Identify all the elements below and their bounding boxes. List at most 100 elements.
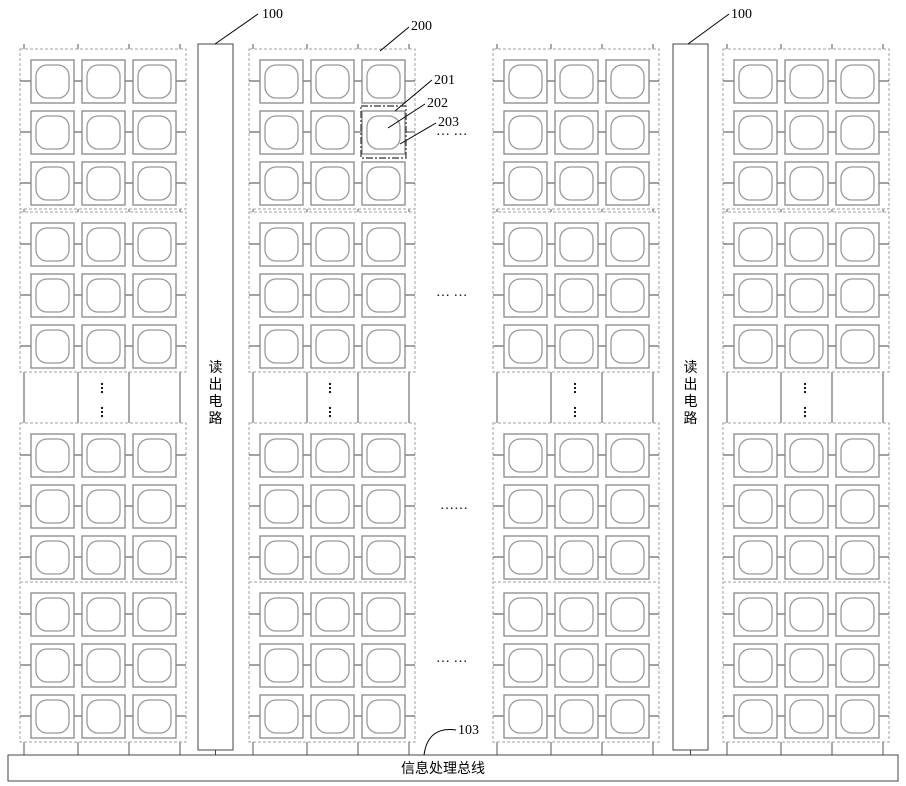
pixel-sensor [841,598,874,631]
pixel-sensor [790,279,823,312]
pixel-sensor [265,330,298,363]
label-pixel-unit: 201 [434,73,455,88]
pixel-sensor [138,598,171,631]
readout-circuit-left-label-char: 读 [209,359,223,376]
vertical-ellipsis-dot [329,387,331,389]
pixel-sensor [841,279,874,312]
pixel-sensor [316,439,349,472]
pixel-sensor [87,598,120,631]
pixel-sensor [611,700,644,733]
pixel-sensor [509,439,542,472]
pixel-sensor [560,116,593,149]
pixel-sensor [790,167,823,200]
vertical-ellipsis-dot [804,407,806,409]
vertical-ellipsis-dot [804,387,806,389]
pixel-sensor [265,598,298,631]
pixel-sensor [367,541,400,574]
pixel-sensor [739,598,772,631]
pixel-sensor [739,167,772,200]
pixel-sensor [611,167,644,200]
pixel-sensor [36,330,69,363]
label-info-bus: 103 [458,723,479,738]
pixel-sensor [509,541,542,574]
pixel-sensor [87,700,120,733]
readout-circuit-left-label-char: 出 [209,377,223,393]
vertical-ellipsis-dot [574,411,576,413]
pixel-sensor [36,490,69,523]
pixel-sensor [509,700,542,733]
vertical-ellipsis-dot [574,387,576,389]
pixel-sensor [265,700,298,733]
pixel-sensor [87,439,120,472]
pixel-sensor [36,439,69,472]
pixel-sensor [367,700,400,733]
pixel-sensor [36,649,69,682]
pixel-sensor [367,116,400,149]
pixel-sensor [509,228,542,261]
pixel-sensor [316,116,349,149]
pixel-sensor [560,541,593,574]
pixel-sensor [509,598,542,631]
pixel-sensor [841,439,874,472]
pixel-sensor [790,228,823,261]
vertical-ellipsis-dot [101,407,103,409]
pixel-sensor [87,116,120,149]
pixel-sensor [611,598,644,631]
pixel-sensor [739,649,772,682]
vertical-ellipsis-dot [101,411,103,413]
pixel-sensor [36,700,69,733]
leader-line-103 [424,730,456,755]
pixel-sensor [367,167,400,200]
pixel-sensor [316,279,349,312]
pixel-sensor [87,330,120,363]
label-pixel-module: 200 [411,19,432,34]
pixel-sensor [560,700,593,733]
pixel-sensor [509,167,542,200]
pixel-sensor [138,167,171,200]
vertical-ellipsis-dot [329,407,331,409]
pixel-sensor [560,65,593,98]
pixel-sensor [138,439,171,472]
pixel-sensor [509,330,542,363]
pixel-sensor [367,649,400,682]
pixel-sensor [841,700,874,733]
pixel-sensor [265,490,298,523]
pixel-sensor [790,541,823,574]
vertical-ellipsis-dot [329,411,331,413]
pixel-sensor [138,116,171,149]
readout-circuit-right-label-char: 出 [684,377,698,393]
pixel-sensor [138,228,171,261]
pixel-sensor [790,700,823,733]
pixel-sensor [509,116,542,149]
pixel-sensor [611,541,644,574]
leader-line-200 [380,27,409,51]
label-readout-left: 100 [262,7,283,22]
readout-circuit-right-label-char: 电 [684,394,698,410]
pixel-sensor [790,490,823,523]
pixel-sensor [560,490,593,523]
ellipsis-row-1: … … [436,285,468,300]
pixel-sensor [87,541,120,574]
pixel-sensor [316,700,349,733]
pixel-sensor [790,598,823,631]
pixel-sensor [265,65,298,98]
pixel-sensor [509,649,542,682]
pixel-sensor [265,167,298,200]
pixel-sensor [790,65,823,98]
label-sensor-element: 202 [427,96,448,111]
pixel-sensor [790,330,823,363]
pixel-sensor [138,65,171,98]
pixel-sensor [87,167,120,200]
pixel-sensor [87,279,120,312]
pixel-sensor [87,649,120,682]
vertical-ellipsis-dot [804,411,806,413]
pixel-sensor [611,649,644,682]
pixel-sensor [138,649,171,682]
pixel-sensor [36,228,69,261]
leader-line-100-right [688,14,729,44]
pixel-sensor [739,228,772,261]
ellipsis-detail: … … [436,124,468,139]
pixel-sensor [841,541,874,574]
